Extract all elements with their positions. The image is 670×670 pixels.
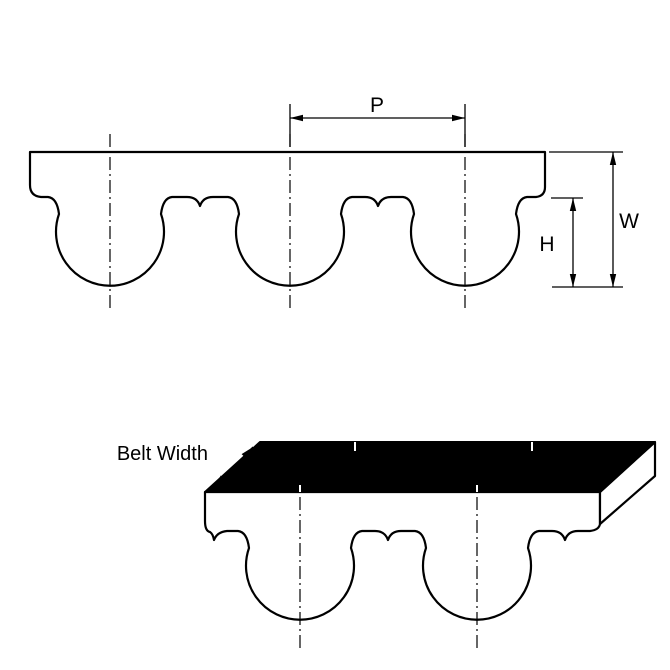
p-arrowhead-right xyxy=(452,114,465,122)
belt-width-arrowhead-lower xyxy=(214,475,226,487)
belt-cross-section-outline xyxy=(28,150,547,287)
pitch-label: P xyxy=(370,94,384,117)
w-arrowhead-bottom xyxy=(609,274,617,287)
belt-cross-section-view: P W H xyxy=(28,94,639,310)
belt-width-arrowhead-upper xyxy=(241,447,253,459)
overall-depth-dimension: W xyxy=(549,151,639,288)
belt-3d-view: Belt Width xyxy=(117,440,657,648)
w-arrowhead-top xyxy=(609,152,617,165)
belt-3d-top-face xyxy=(204,441,656,493)
belt-width-dimension: Belt Width xyxy=(117,443,254,488)
tooth-height-dimension: H xyxy=(539,197,583,287)
pitch-dimension: P xyxy=(289,94,466,147)
h-arrowhead-bottom xyxy=(569,274,577,287)
tooth-height-label: H xyxy=(539,233,554,256)
p-arrowhead-left xyxy=(290,114,303,122)
belt-width-label: Belt Width xyxy=(117,443,208,465)
belt-3d-front-face xyxy=(203,490,602,621)
overall-depth-label: W xyxy=(619,210,639,233)
h-arrowhead-top xyxy=(569,198,577,211)
